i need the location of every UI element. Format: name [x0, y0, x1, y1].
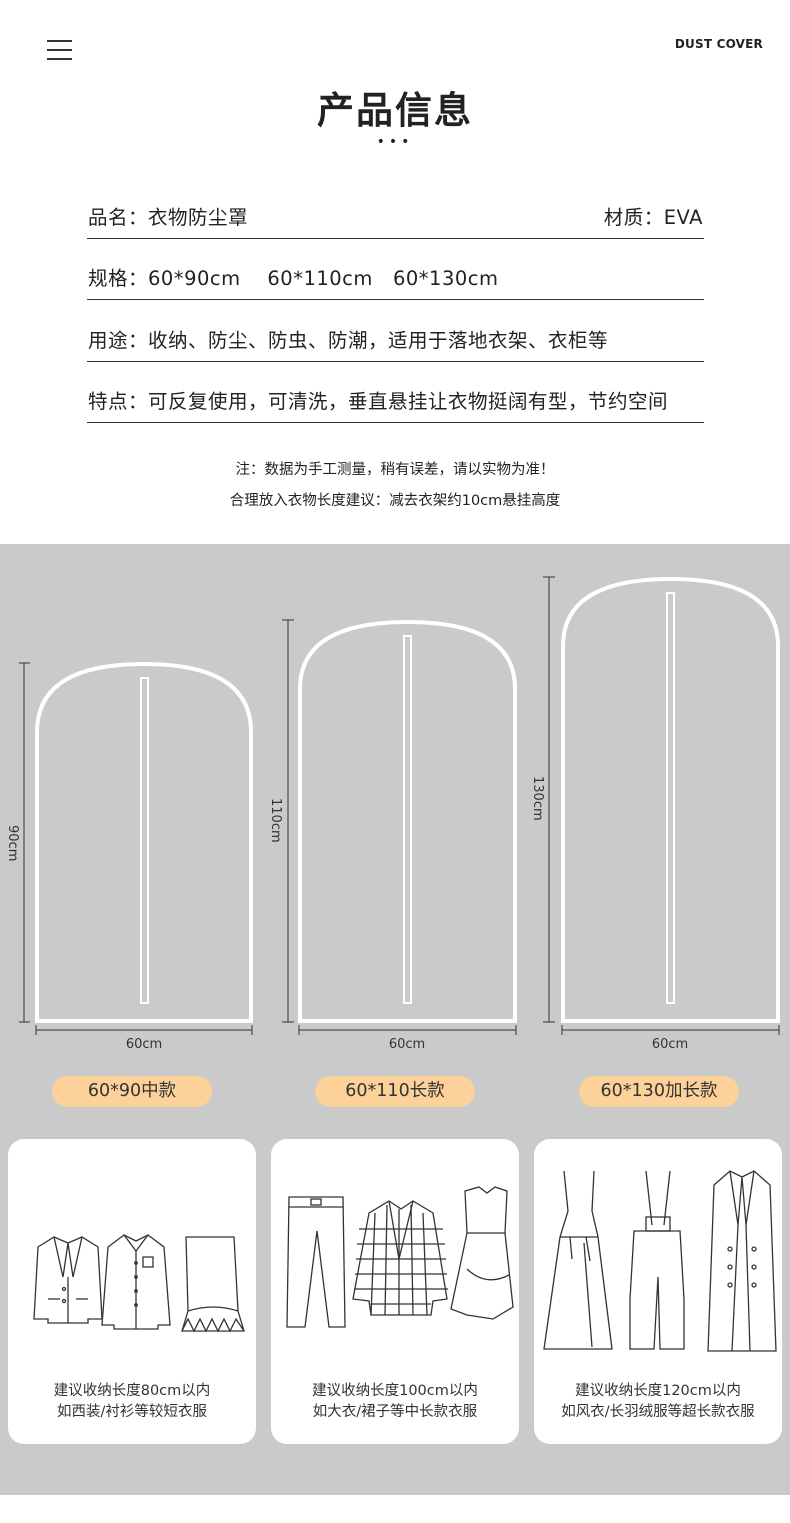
plaid-coat-icon: [352, 1200, 448, 1316]
title-dots: •••: [376, 134, 414, 150]
dress-icon: [450, 1186, 514, 1320]
cover-zipper-110: [403, 635, 412, 1004]
short-clothes-illustration: [33, 1234, 245, 1333]
clothing-card-long: 建议收纳长度120cm以内 如风衣/长羽绒服等超长款衣服: [534, 1139, 782, 1444]
advice-type-110: 如大衣/裙子等中长款衣服: [312, 1404, 478, 1420]
trench-coat-icon: [707, 1170, 777, 1352]
size-tag-90: 60*90中款: [52, 1076, 212, 1107]
overalls-icon: [629, 1170, 685, 1350]
advice-length-110: 建议收纳长度100cm以内: [312, 1383, 478, 1399]
long-clothes-illustration: [543, 1170, 777, 1352]
product-size: 规格：60*90cm 60*110cm 60*130cm: [88, 267, 499, 290]
info-row-feature: 特点：可反复使用，可清洗，垂直悬挂让衣物挺阔有型，节约空间: [87, 382, 704, 423]
cover-zipper-90: [140, 677, 149, 1004]
clothing-card-medium: 建议收纳长度100cm以内 如大衣/裙子等中长款衣服: [271, 1139, 519, 1444]
clothing-card-short: 建议收纳长度80cm以内 如西装/衬衫等较短衣服: [8, 1139, 256, 1444]
page-title: 产品信息: [317, 89, 473, 132]
width-label-130: 60cm: [652, 1037, 688, 1052]
skirt-icon: [181, 1236, 245, 1333]
advice-length-90: 建议收纳长度80cm以内: [53, 1383, 211, 1399]
info-row-size: 规格：60*90cm 60*110cm 60*130cm: [87, 259, 704, 300]
info-row-usage: 用途：收纳、防尘、防虫、防潮，适用于落地衣架、衣柜等: [87, 321, 704, 362]
medium-clothes-illustration: [286, 1186, 514, 1328]
cover-60x90: 90cm 60cm: [5, 661, 253, 1052]
trousers-icon: [286, 1196, 346, 1328]
suit-jacket-icon: [33, 1236, 103, 1324]
size-tag-110: 60*110长款: [315, 1076, 475, 1107]
length-advice-note: 合理放入衣物长度建议：减去衣架约10cm悬挂高度: [229, 493, 561, 509]
height-label-130: 130cm: [530, 776, 545, 821]
cover-diagrams: 90cm 60cm 110cm 60cm 130cm: [5, 576, 780, 1052]
cover-zipper-130: [666, 592, 675, 1004]
long-dress-icon: [543, 1170, 613, 1350]
height-label-110: 110cm: [268, 798, 283, 843]
advice-length-130: 建议收纳长度120cm以内: [575, 1383, 741, 1399]
shirt-icon: [101, 1234, 171, 1330]
brand-label: DUST COVER: [674, 37, 763, 51]
size-comparison-panel: 90cm 60cm 110cm 60cm 130cm: [0, 544, 790, 1495]
height-label-90: 90cm: [5, 825, 20, 861]
size-tag-130: 60*130加长款: [579, 1076, 739, 1107]
advice-type-130: 如风衣/长羽绒服等超长款衣服: [561, 1404, 755, 1420]
menu-icon[interactable]: [47, 40, 72, 60]
cover-60x130: 130cm 60cm: [530, 576, 780, 1052]
product-name: 品名：衣物防尘罩: [88, 206, 249, 229]
info-row-name: 品名：衣物防尘罩 材质：EVA: [87, 198, 704, 239]
width-label-90: 60cm: [126, 1037, 162, 1052]
width-label-110: 60cm: [389, 1037, 425, 1052]
cover-60x110: 110cm 60cm: [268, 619, 517, 1052]
product-material: 材质：EVA: [603, 206, 703, 229]
advice-type-90: 如西装/衬衫等较短衣服: [57, 1404, 207, 1420]
measurement-note: 注：数据为手工测量，稍有误差，请以实物为准！: [235, 462, 555, 478]
product-usage: 用途：收纳、防尘、防虫、防潮，适用于落地衣架、衣柜等: [88, 329, 609, 352]
product-feature: 特点：可反复使用，可清洗，垂直悬挂让衣物挺阔有型，节约空间: [88, 390, 669, 413]
